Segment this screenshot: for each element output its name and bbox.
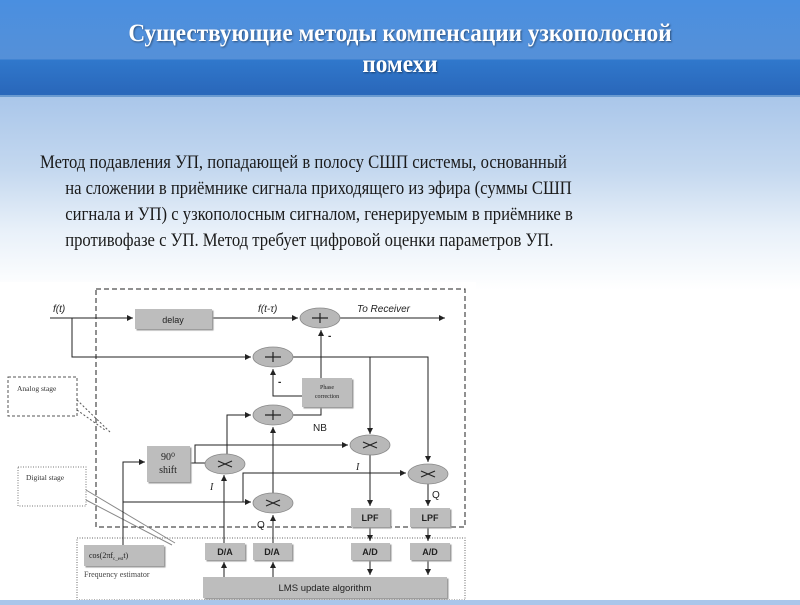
title-line: Существующие методы компенсации узкополо… bbox=[128, 20, 672, 47]
block-diagram: f(t) delay f(t-τ) To Receiver - - Phase … bbox=[0, 282, 476, 601]
ad-label: A/D bbox=[362, 547, 378, 557]
digital-stage-label: Digital stage bbox=[26, 473, 65, 482]
minus-label: - bbox=[278, 377, 281, 388]
da-label: D/A bbox=[217, 547, 233, 557]
da-block bbox=[205, 543, 245, 560]
shift-label: 90⁰ bbox=[161, 452, 175, 463]
cos-label: cos(2πfc_estt) bbox=[89, 551, 129, 562]
body-line: на сложении в приёмнике сигнала приходящ… bbox=[65, 179, 572, 199]
input-label: f(t) bbox=[53, 304, 65, 315]
body-line: противофазе с УП. Метод требует цифровой… bbox=[65, 231, 554, 251]
da-label: D/A bbox=[264, 547, 280, 557]
analog-stage-label: Analog stage bbox=[17, 384, 57, 393]
cos-block bbox=[84, 545, 164, 566]
slide-header: Существующие методы компенсации узкополо… bbox=[0, 0, 800, 97]
lpf-label: LPF bbox=[422, 513, 440, 523]
slide-title: Существующие методы компенсации узкополо… bbox=[0, 18, 800, 80]
nb-label: NB bbox=[313, 423, 327, 434]
da-block bbox=[253, 543, 292, 560]
ad-label: A/D bbox=[422, 547, 438, 557]
diagram-svg: f(t) delay f(t-τ) To Receiver - - Phase … bbox=[7, 288, 466, 601]
lms-block bbox=[203, 577, 447, 598]
lpf-block bbox=[351, 508, 390, 527]
phase-correction-block bbox=[302, 378, 352, 407]
frequency-estimator-label: Frequency estimator bbox=[84, 570, 150, 579]
phase-label: correction bbox=[315, 394, 339, 400]
analog-boundary bbox=[95, 288, 466, 528]
body-line: Метод подавления УП, попадающей в полосу… bbox=[40, 153, 567, 173]
shift-label: shift bbox=[159, 465, 177, 476]
ad-block bbox=[410, 543, 450, 560]
title-line: помехи bbox=[362, 51, 438, 78]
lpf-block bbox=[410, 508, 450, 527]
body-line: сигнала и УП) с узкополосным сигналом, г… bbox=[65, 205, 573, 225]
minus-label: - bbox=[328, 331, 331, 342]
q-label: Q bbox=[432, 490, 440, 501]
delay-label: delay bbox=[162, 315, 184, 325]
shift-block bbox=[147, 446, 190, 482]
lms-label: LMS update algorithm bbox=[279, 583, 372, 594]
body-paragraph: Метод подавления УП, попадающей в полосу… bbox=[40, 150, 780, 254]
phase-label: Phase bbox=[320, 385, 334, 391]
q-label: Q bbox=[257, 520, 265, 531]
output-label: To Receiver bbox=[357, 304, 411, 315]
ad-block bbox=[351, 543, 390, 560]
lpf-label: LPF bbox=[362, 513, 380, 523]
i-label: I bbox=[209, 482, 214, 493]
i-label: I bbox=[355, 462, 360, 473]
delay-block bbox=[135, 309, 212, 329]
delayed-label: f(t-τ) bbox=[258, 304, 277, 315]
